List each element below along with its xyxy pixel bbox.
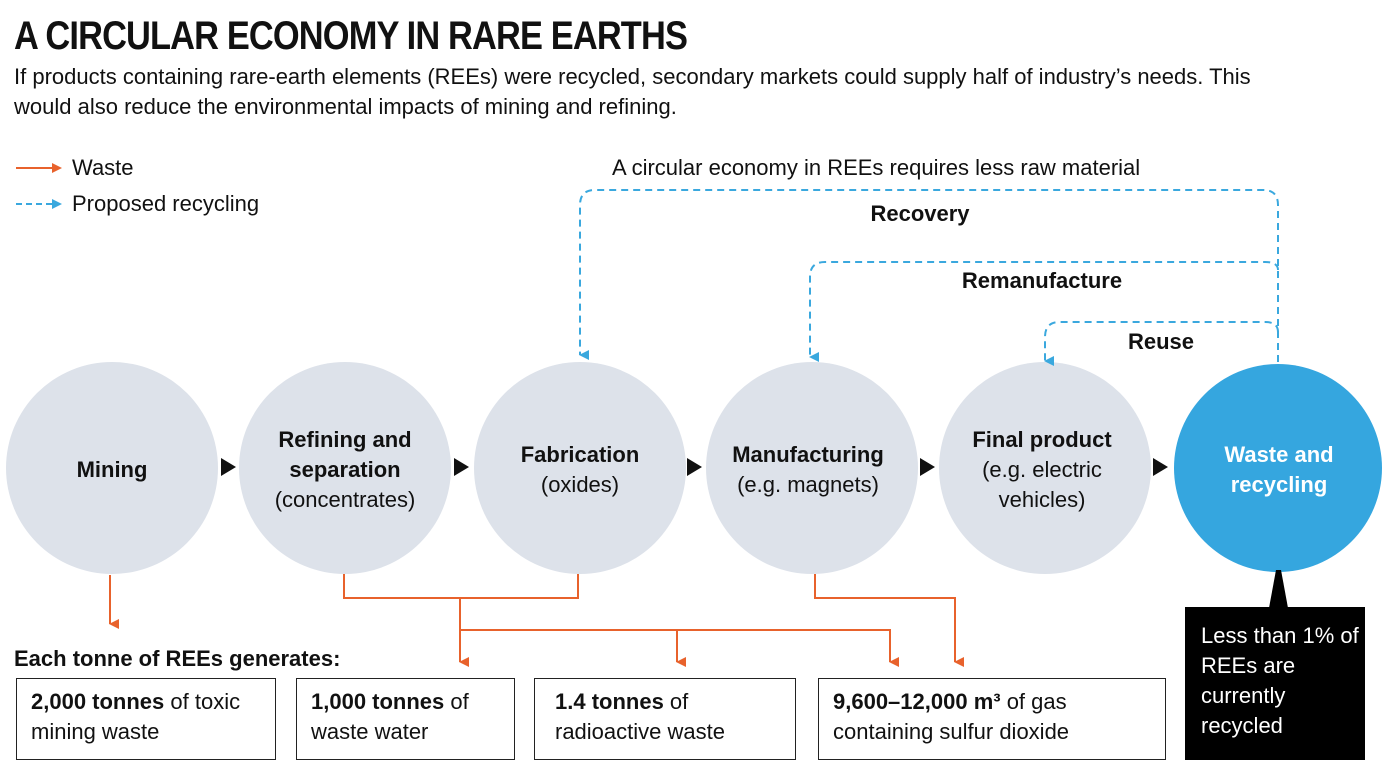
recovery-loop [579,189,1279,362]
subtitle: If products containing rare-earth elemen… [14,64,1251,119]
loop-label-reuse: Reuse [1127,329,1195,354]
circle-manufacturing [706,362,918,574]
output-mining-waste: 2,000 tonnes of toxic mining waste [16,678,276,760]
legend-recycling: Proposed recycling [72,191,260,216]
recycling-callout: Less than 1% of REEs are currently recyc… [1185,607,1365,760]
reuse-loop [1044,321,1279,366]
legend-waste-arrow-icon [16,163,62,173]
remanufacture-loop [809,261,1279,362]
stage-fabrication: Fabrication(oxides) [520,442,640,497]
stage-refining: Refining and separation(concentrates) [274,427,416,512]
outputs-heading: Each tonne of REEs generates: [14,646,341,671]
stage-final-product: Final product(e.g. electric vehicles) [972,427,1112,512]
output-radioactive-waste: 1.4 tonnes of radioactive waste [534,678,796,760]
refining-fabrication-bracket [343,574,579,662]
loop-label-remanufacture: Remanufacture [961,268,1123,293]
circle-mining [6,362,218,574]
callout-pointer [1269,570,1288,608]
flow-arrow-icons [221,458,1168,476]
output-waste-water: 1,000 tonnes of waste water [296,678,515,760]
manufacturing-waste-arrow [814,574,964,667]
stage-waste-recycling: Waste and recycling [1224,442,1334,497]
top-note: A circular economy in REEs requires less… [612,155,1141,180]
circle-refining [239,362,451,574]
legend-recycling-arrow-icon [16,199,62,209]
legend-waste: Waste [72,155,134,180]
circle-fabrication [474,362,686,574]
circle-waste-recycling [1174,364,1382,572]
output-gas: 9,600–12,000 m³ of gas containing sulfur… [818,678,1166,760]
circle-final-product [939,362,1151,574]
stage-manufacturing: Manufacturing(e.g. magnets) [732,442,884,497]
page-title: A CIRCULAR ECONOMY IN RARE EARTHS [14,14,688,58]
stage-mining: Mining [76,457,148,482]
waste-branch [460,629,899,667]
loop-label-recovery: Recovery [870,201,970,226]
